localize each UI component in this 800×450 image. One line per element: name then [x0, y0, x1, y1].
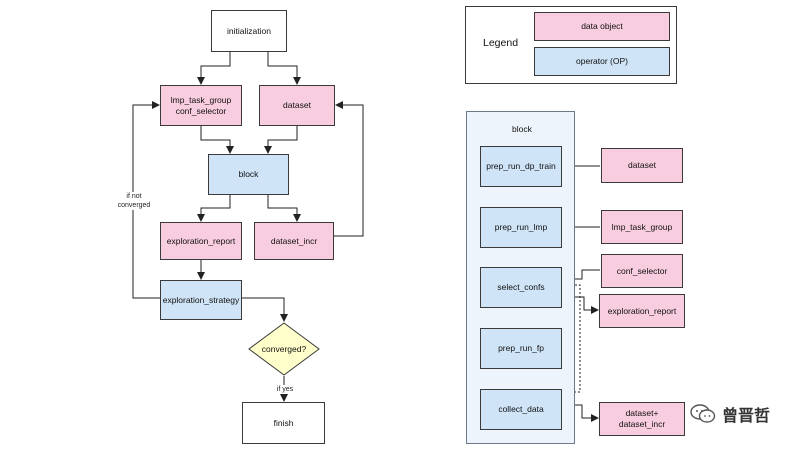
edge-lmp-to-block: [200, 126, 234, 154]
op-label: collect_data: [498, 404, 544, 414]
edge-init-to-dataset: [267, 52, 301, 85]
lmp-task-group-node: lmp_task_group conf_selector: [160, 85, 242, 126]
legend-operator: operator (OP): [534, 47, 670, 76]
legend: Legend data object operator (OP): [465, 6, 677, 84]
op-collect-data: collect_data: [480, 389, 562, 430]
output-exploration-report: exploration_report: [599, 294, 685, 328]
op-label: prep_run_lmp: [494, 222, 548, 232]
dataset-node: dataset: [259, 85, 335, 126]
block-node: block: [208, 154, 289, 195]
wechat-icon: [690, 404, 716, 423]
input-label: lmp_task_group: [611, 221, 673, 232]
converged-decision-shape: [248, 322, 320, 376]
legend-title: Legend: [483, 37, 519, 49]
op-prep-run-dp-train: prep_run_dp_train: [480, 146, 562, 187]
edge-strategy-to-converged: [242, 297, 288, 322]
op-select-confs: select_confs: [480, 267, 562, 308]
initialization-label: initialization: [227, 25, 271, 36]
dataset-label: dataset: [283, 100, 311, 110]
finish-node: finish: [242, 402, 325, 444]
input-label: dataset: [628, 160, 656, 170]
watermark-text: 曾晋哲: [722, 406, 771, 425]
initialization-node: initialization: [211, 10, 287, 52]
op-label: prep_run_dp_train: [486, 161, 556, 171]
input-dataset: dataset: [601, 148, 683, 183]
converged-decision: converged?: [248, 322, 320, 376]
dataset-incr-node: dataset_incr: [254, 222, 334, 260]
wechat-watermark: 曾晋哲: [690, 402, 770, 426]
exploration-report-node: exploration_report: [160, 222, 242, 260]
input-lmp-task-group: lmp_task_group: [601, 210, 683, 244]
op-prep-run-fp: prep_run_fp: [480, 328, 562, 369]
finish-label: finish: [273, 417, 294, 428]
op-prep-run-lmp: prep_run_lmp: [480, 207, 562, 248]
input-label: dataset+ dataset_incr: [618, 408, 666, 429]
input-label: exploration_report: [607, 305, 677, 316]
op-label: select_confs: [497, 282, 545, 292]
exploration-strategy-label: exploration_strategy: [162, 294, 240, 305]
legend-data-object: data object: [534, 12, 670, 41]
edge-init-to-lmp: [197, 52, 231, 85]
exploration-strategy-node: exploration_strategy: [160, 280, 242, 320]
edge-block-to-report: [197, 195, 231, 222]
converged-label: converged?: [261, 344, 307, 354]
edge-dataset-to-block: [264, 126, 298, 154]
edge-incr-to-dataset: [334, 101, 364, 237]
input-conf-selector: conf_selector: [601, 254, 683, 288]
legend-operator-label: operator (OP): [576, 56, 628, 66]
legend-data-object-label: data object: [581, 21, 623, 31]
lmp-task-group-label: lmp_task_group conf_selector: [170, 94, 232, 116]
op-label: prep_run_fp: [498, 343, 544, 353]
input-label: conf_selector: [616, 265, 668, 276]
block-label: block: [238, 169, 259, 179]
if-not-converged-label: if not converged: [114, 192, 154, 210]
dataset-incr-label: dataset_incr: [270, 235, 318, 246]
exploration-report-label: exploration_report: [166, 235, 236, 246]
edge-block-to-incr: [267, 195, 301, 222]
block-detail-title: block: [512, 124, 532, 134]
if-yes-label: if yes: [272, 385, 298, 394]
output-dataset-incr: dataset+ dataset_incr: [599, 402, 685, 436]
